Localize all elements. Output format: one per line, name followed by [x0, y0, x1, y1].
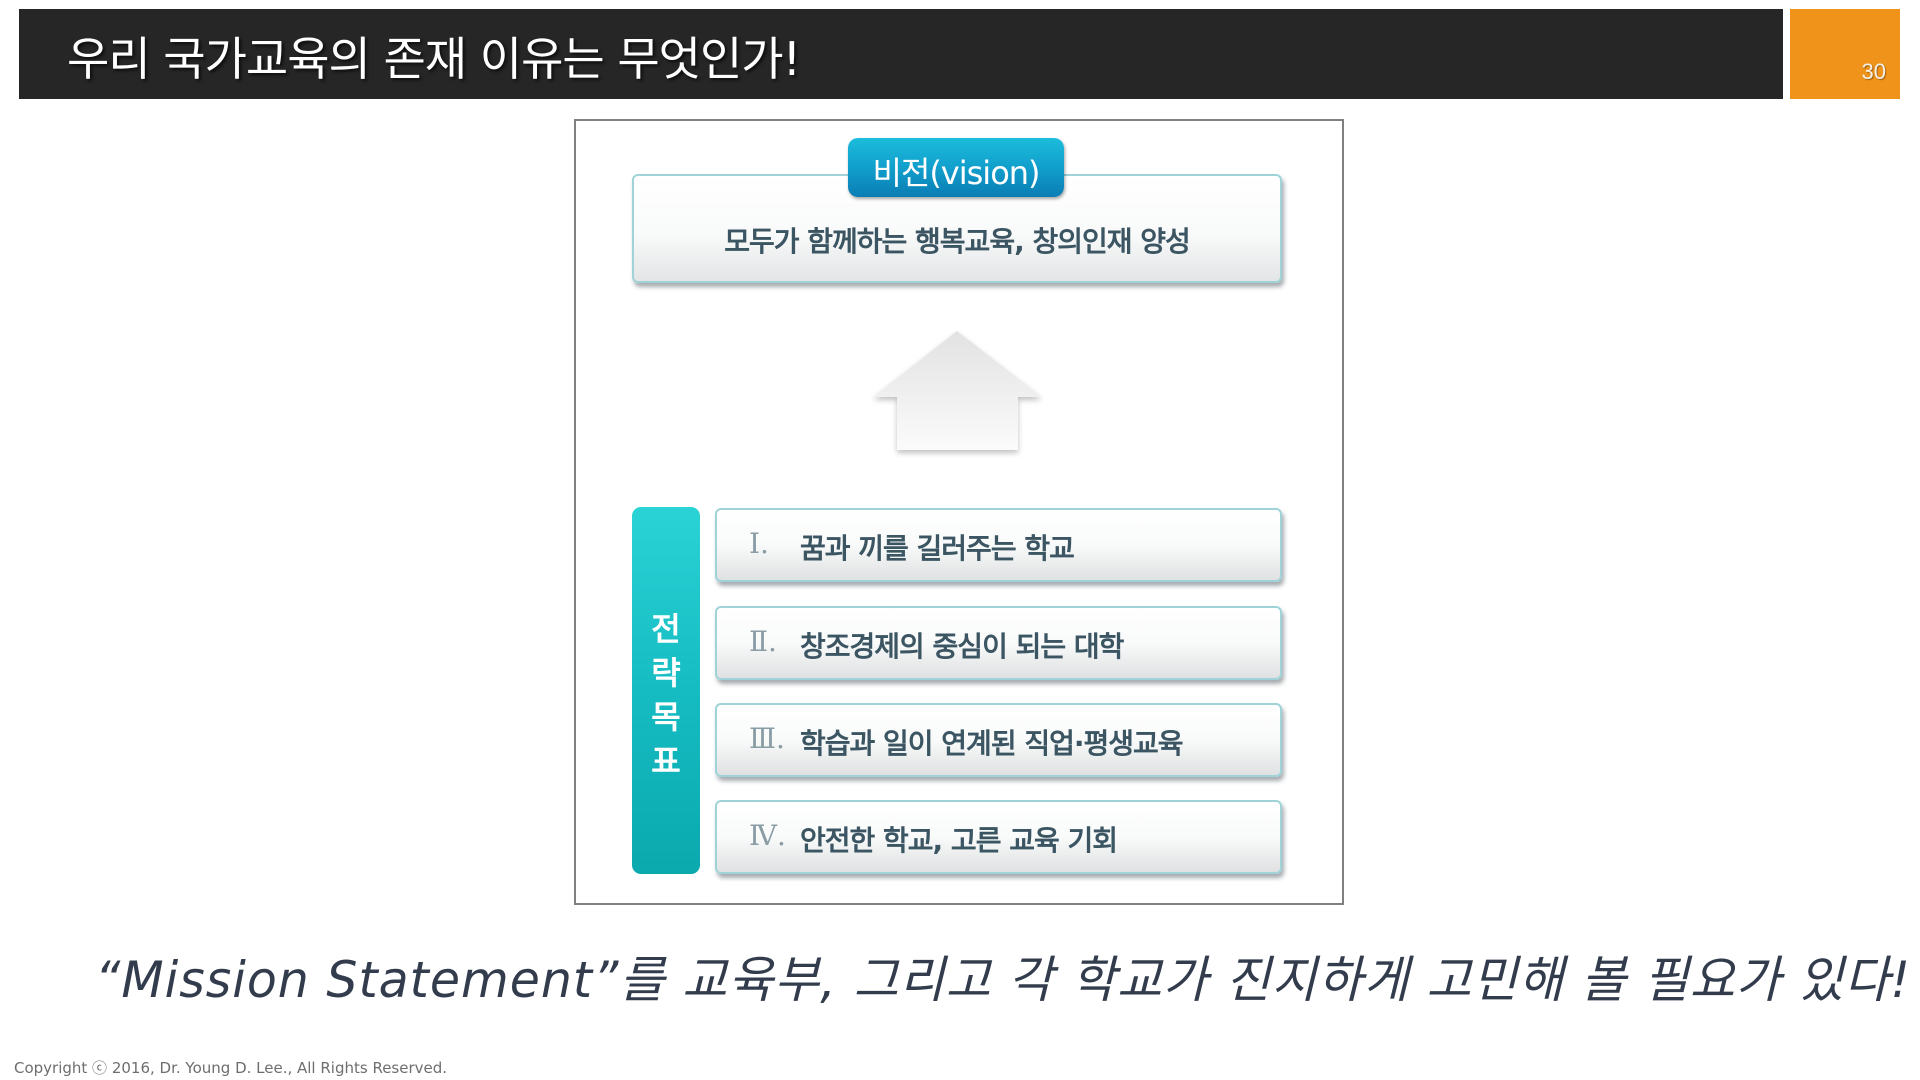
goal-text: 안전한 학교, 고른 교육 기회 — [800, 824, 1118, 857]
vision-statement: 모두가 함께하는 행복교육, 창의인재 양성 — [724, 225, 1191, 258]
page-number-box: 30 — [1790, 9, 1900, 99]
label-char: 략 — [651, 654, 681, 692]
goal-numeral: Ⅲ. — [749, 722, 785, 755]
up-arrow-icon — [873, 331, 1042, 450]
goal-numeral: Ⅰ. — [749, 527, 769, 560]
goal-text: 학습과 일이 연계된 직업·평생교육 — [800, 727, 1184, 760]
slide-title: 우리 국가교육의 존재 이유는 무엇인가! — [67, 32, 801, 86]
strategy-goals-label-text: 전 략 목 표 — [632, 607, 700, 783]
label-char: 표 — [651, 742, 681, 780]
vision-tag: 비전(vision) — [848, 138, 1064, 197]
copyright-footer: Copyright ⓒ 2016, Dr. Young D. Lee., All… — [14, 1059, 448, 1077]
goal-item-4: Ⅳ. 안전한 학교, 고른 교육 기회 — [715, 800, 1282, 874]
title-bar: 우리 국가교육의 존재 이유는 무엇인가! — [19, 9, 1783, 99]
goal-item-3: Ⅲ. 학습과 일이 연계된 직업·평생교육 — [715, 703, 1282, 777]
page-number: 30 — [1861, 59, 1886, 84]
goal-text: 꿈과 끼를 길러주는 학교 — [800, 532, 1075, 565]
goal-text: 창조경제의 중심이 되는 대학 — [800, 630, 1124, 663]
strategy-goals-label: 전 략 목 표 — [632, 507, 700, 874]
goal-numeral: Ⅳ. — [749, 819, 786, 852]
vision-tag-label: 비전(vision) — [872, 154, 1040, 192]
goal-numeral: Ⅱ. — [749, 625, 777, 658]
goal-item-2: Ⅱ. 창조경제의 중심이 되는 대학 — [715, 606, 1282, 680]
label-char: 전 — [651, 610, 681, 648]
goal-item-1: Ⅰ. 꿈과 끼를 길러주는 학교 — [715, 508, 1282, 582]
label-char: 목 — [651, 698, 681, 736]
mission-statement-callout: “Mission Statement”를 교육부, 그리고 각 학교가 진지하게… — [95, 951, 1912, 1009]
